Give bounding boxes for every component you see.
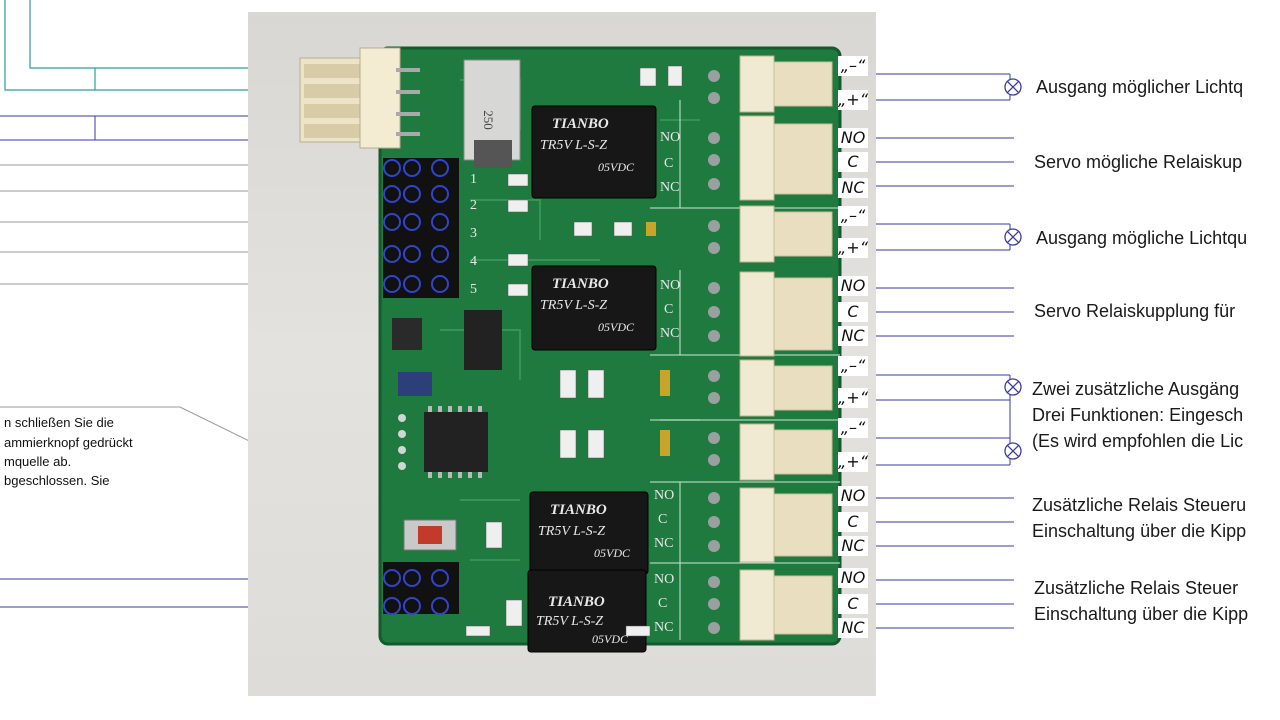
output-connectors bbox=[708, 55, 833, 641]
tag-minus-3: „–“ bbox=[838, 356, 868, 376]
tag-minus-2: „–“ bbox=[838, 206, 868, 226]
board-contact-c-4: C bbox=[658, 596, 668, 611]
pin-header-bottom bbox=[383, 562, 459, 615]
tag-c-2: C bbox=[838, 302, 868, 322]
label-extra-relay-2: Zusätzliche Relais Steuer bbox=[1034, 578, 1239, 598]
board-contact-nc-1: NC bbox=[660, 180, 680, 195]
relay-1-voltage: 05VDC bbox=[598, 160, 634, 174]
relay-3-brand: TIANBO bbox=[550, 502, 607, 518]
relay-4-model: TR5V L-S-Z bbox=[536, 614, 604, 629]
tag-c-1: C bbox=[838, 152, 868, 172]
relay-2-model: TR5V L-S-Z bbox=[540, 298, 608, 313]
label-servo-relay-1: Servo mögliche Relaiskup bbox=[1034, 152, 1243, 172]
tag-plus-3: „+“ bbox=[838, 388, 868, 408]
label-three-functions: Drei Funktionen: Eingesch bbox=[1032, 405, 1244, 425]
tag-nc-2: NC bbox=[838, 326, 868, 346]
board-contact-no-2: NO bbox=[660, 278, 681, 293]
program-button bbox=[403, 519, 457, 551]
label-light-output-2: Ausgang mögliche Lichtqu bbox=[1036, 228, 1248, 248]
lamp-icon bbox=[1004, 78, 1022, 96]
tag-nc-4: NC bbox=[838, 618, 868, 638]
diode bbox=[392, 318, 422, 350]
board-number-1: 1 bbox=[470, 172, 477, 187]
inductor-label: 250 bbox=[480, 110, 496, 130]
board-contact-nc-3: NC bbox=[654, 536, 674, 551]
tag-minus-1: „–“ bbox=[838, 56, 868, 76]
capacitor bbox=[398, 372, 432, 396]
inductor bbox=[463, 59, 521, 168]
tag-no-2: NO bbox=[838, 276, 868, 296]
tag-minus-4: „–“ bbox=[838, 418, 868, 438]
board-number-2: 2 bbox=[470, 198, 477, 213]
tag-no-3: NO bbox=[838, 486, 868, 506]
board-number-4: 4 bbox=[470, 254, 477, 269]
input-connector bbox=[299, 47, 420, 149]
board-number-5: 5 bbox=[470, 282, 477, 297]
tag-nc-1: NC bbox=[838, 178, 868, 198]
label-extra-outputs: Zwei zusätzliche Ausgäng bbox=[1032, 379, 1240, 399]
label-recommendation: (Es wird empfohlen die Lic bbox=[1032, 431, 1244, 451]
tag-c-3: C bbox=[838, 512, 868, 532]
note-line-2: ammierknopf gedrückt bbox=[4, 435, 133, 450]
label-switch-1: Einschaltung über die Kipp bbox=[1032, 521, 1247, 541]
relay-1-model: TR5V L-S-Z bbox=[540, 138, 608, 153]
tag-no-1: NO bbox=[838, 128, 868, 148]
board-contact-no-4: NO bbox=[654, 572, 675, 587]
tag-plus-2: „+“ bbox=[838, 238, 868, 258]
note-line-1: n schließen Sie die bbox=[4, 415, 114, 430]
ic-chip bbox=[424, 406, 488, 478]
relay-2 bbox=[531, 265, 657, 351]
lamp-icon bbox=[1004, 378, 1022, 396]
tag-no-4: NO bbox=[838, 568, 868, 588]
relay-4-voltage: 05VDC bbox=[592, 632, 628, 646]
lamp-icons bbox=[1004, 78, 1022, 460]
board-contact-c-1: C bbox=[664, 156, 674, 171]
label-servo-relay-2: Servo Relaiskupplung für bbox=[1034, 301, 1236, 321]
relay-3-voltage: 05VDC bbox=[594, 546, 630, 560]
note-line-4: bgeschlossen. Sie bbox=[4, 473, 110, 488]
tag-plus-1: „+“ bbox=[838, 90, 868, 110]
pin-header-top bbox=[383, 158, 459, 298]
lamp-icon bbox=[1004, 442, 1022, 460]
board-contact-no-3: NO bbox=[654, 488, 675, 503]
relay-3-model: TR5V L-S-Z bbox=[538, 524, 606, 539]
relays bbox=[527, 105, 657, 653]
relay-1 bbox=[531, 105, 657, 199]
relay-2-brand: TIANBO bbox=[552, 276, 609, 292]
label-light-output-1: Ausgang möglicher Lichtq bbox=[1036, 77, 1244, 97]
board-contact-c-2: C bbox=[664, 302, 674, 317]
board-contact-nc-4: NC bbox=[654, 620, 674, 635]
board-number-3: 3 bbox=[470, 226, 477, 241]
relay-4-brand: TIANBO bbox=[548, 594, 605, 610]
label-switch-2: Einschaltung über die Kipp bbox=[1034, 604, 1249, 624]
relay-1-brand: TIANBO bbox=[552, 116, 609, 132]
note-line-3: mquelle ab. bbox=[4, 454, 72, 469]
relay-2-voltage: 05VDC bbox=[598, 320, 634, 334]
tag-plus-4: „+“ bbox=[838, 452, 868, 472]
tag-nc-3: NC bbox=[838, 536, 868, 556]
regulator bbox=[464, 310, 502, 370]
label-extra-relay-1: Zusätzliche Relais Steueru bbox=[1032, 495, 1247, 515]
board-contact-nc-2: NC bbox=[660, 326, 680, 341]
lamp-icon bbox=[1004, 228, 1022, 246]
board-contact-no-1: NO bbox=[660, 130, 681, 145]
tag-c-4: C bbox=[838, 594, 868, 614]
board-contact-c-3: C bbox=[658, 512, 668, 527]
relay-4 bbox=[527, 569, 647, 653]
